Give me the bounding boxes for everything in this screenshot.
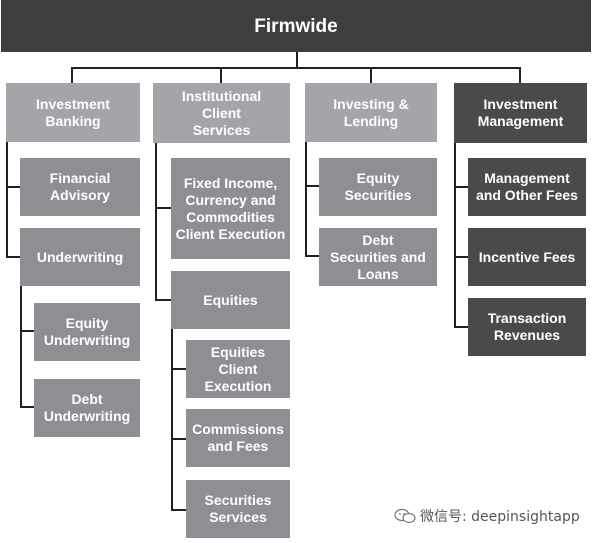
connector-uw-vertical [20,286,22,408]
debt-securities-box: Debt Securities and Loans [319,228,437,286]
connector-uw-debt [20,406,34,408]
connector-col1-down [71,67,73,83]
connector-col3-down [370,67,372,83]
connector-col2-down [220,67,222,83]
connector-im-incentive [454,256,468,258]
connector-ics-vertical [155,143,157,301]
connector-top-horizontal [71,67,521,69]
wechat-icon [394,508,416,524]
connector-col4-down [519,67,521,83]
equity-underwriting-box: Equity Underwriting [34,303,140,361]
connector-ib-vertical [6,142,8,258]
connector-il-vertical [305,142,307,257]
connector-im-mgmt [454,186,468,188]
investment-banking-box: Investment Banking [6,83,140,142]
institutional-client-services-box: Institutional Client Services [153,83,290,143]
watermark: 微信号: deepinsightapp [394,506,580,526]
equity-securities-box: Equity Securities [319,158,437,216]
securities-services-box: Securities Services [186,480,290,538]
connector-ib-fa [6,186,20,188]
connector-il-eq [305,185,319,187]
incentive-fees-box: Incentive Fees [468,228,586,286]
connector-im-vertical [454,143,456,328]
firmwide-box: Firmwide [1,0,591,52]
ficc-box: Fixed Income, Currency and Commodities C… [171,158,290,259]
equities-box: Equities [171,271,290,329]
connector-eq-ss [171,509,186,511]
investing-lending-box: Investing & Lending [305,83,437,142]
transaction-revenues-box: Transaction Revenues [468,298,586,356]
connector-eq-vertical [171,329,173,511]
connector-uw-eq [20,330,34,332]
debt-underwriting-box: Debt Underwriting [34,379,140,437]
equities-client-execution-box: Equities Client Execution [186,340,290,398]
underwriting-box: Underwriting [20,228,140,286]
connector-im-transaction [454,326,468,328]
connector-ics-eq [155,299,171,301]
commissions-fees-box: Commissions and Fees [186,409,290,467]
connector-top-down [296,52,298,68]
connector-eq-ce [171,368,186,370]
connector-ics-ficc [155,207,171,209]
management-fees-box: Management and Other Fees [468,158,586,216]
connector-ib-uw [6,256,20,258]
financial-advisory-box: Financial Advisory [20,158,140,216]
connector-il-debt [305,255,319,257]
watermark-text: 微信号: deepinsightapp [420,509,580,525]
investment-management-box: Investment Management [454,83,587,143]
connector-eq-cf [171,438,186,440]
